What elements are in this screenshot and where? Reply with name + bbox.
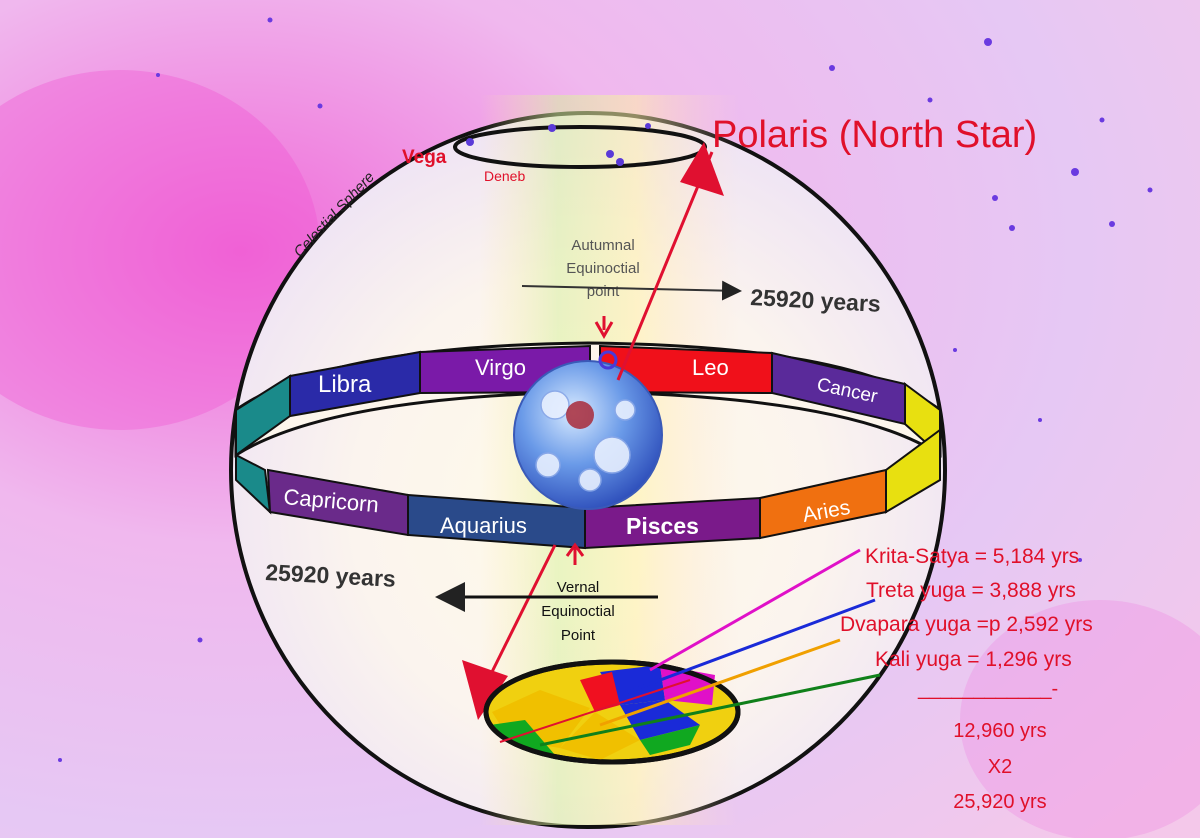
zodiac-yellow-front — [885, 428, 941, 514]
treta-pointer — [619, 598, 876, 697]
yuga-wheel — [483, 659, 741, 765]
deneb-label: Deneb — [484, 168, 525, 184]
autumnal-line-2: Equinoctial — [566, 260, 639, 277]
zodiac-pisces-label: Pisces — [626, 513, 699, 539]
krita-pointer — [649, 548, 861, 672]
circumpolar-stars — [466, 123, 651, 166]
zodiac-virgo-label: Virgo — [475, 355, 526, 380]
zodiac-aquarius-label: Aquarius — [440, 513, 527, 538]
star-field — [58, 17, 1153, 762]
autumnal-point-arrow — [594, 316, 614, 340]
yuga-divider: ____________- — [917, 678, 1058, 700]
libra-symbol — [598, 350, 618, 370]
autumnal-line-3: point — [587, 283, 620, 300]
yuga-multiplier: X2 — [988, 756, 1012, 778]
zodiac-libra-label: Libra — [318, 371, 372, 398]
red-pointer — [499, 679, 691, 743]
yuga-krita: Krita-Satya = 5,184 yrs — [865, 545, 1079, 568]
polaris-arrowhead — [680, 142, 724, 196]
dvapara-pointer — [599, 638, 841, 727]
globe-decor — [535, 390, 636, 492]
vernal-point-arrow — [565, 542, 585, 565]
yuga-kali: Kali yuga = 1,296 yrs — [875, 648, 1072, 671]
kali-pointer — [539, 673, 881, 747]
globe-red-sphere — [566, 401, 594, 429]
background-glow — [0, 70, 320, 430]
polaris-title: Polaris (North Star) — [712, 114, 1037, 156]
vega-label: Vega — [402, 147, 447, 168]
vernal-line-2: Equinoctial — [541, 603, 614, 620]
earth-axis-line — [616, 151, 714, 381]
lower-arrowhead — [462, 660, 508, 720]
vernal-line-1: Vernal — [557, 579, 600, 596]
axis-lower-line — [486, 544, 557, 681]
yuga-treta: Treta yuga = 3,888 yrs — [866, 579, 1076, 602]
zodiac-leo-label: Leo — [692, 355, 729, 380]
yuga-total: 12,960 yrs — [953, 720, 1046, 742]
zodiac-teal-segment — [235, 374, 291, 457]
autumnal-line-1: Autumnal — [571, 237, 634, 254]
vernal-line-3: Point — [561, 627, 596, 644]
autumnal-arrow — [521, 280, 742, 301]
background-glow — [960, 600, 1200, 838]
yuga-dvapara: Dvapara yuga =p 2,592 yrs — [840, 613, 1093, 636]
yuga-grand-total: 25,920 yrs — [953, 791, 1046, 813]
